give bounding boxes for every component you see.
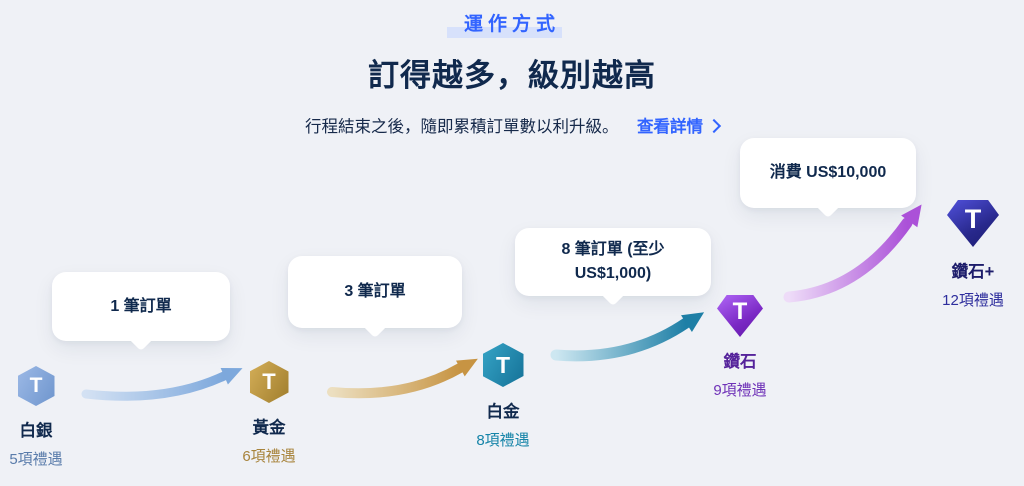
tier-node-diamond: T 鑽石 9項禮遇 [670, 295, 810, 400]
arrow-platinum-to-diamond [550, 312, 705, 362]
badge-letter: T [262, 369, 276, 394]
gold-tier-badge-icon: T [249, 361, 289, 403]
badge-letter: T [29, 374, 43, 397]
view-details-label: 查看詳情 [637, 118, 704, 136]
diamond-plus-tier-badge-icon: T [947, 200, 999, 247]
arrow-diamond-to-diamond-plus [783, 204, 922, 303]
page-title: 訂得越多，級別越高 [368, 58, 656, 93]
arrow-gold-to-platinum [327, 358, 478, 399]
tier-benefits-count: 9項禮遇 [713, 382, 767, 399]
eyebrow-label: 運作方式 [446, 9, 563, 38]
callout-text: 消費 US$10,000 [769, 164, 887, 181]
callout-text: 1 筆訂單 [110, 297, 172, 315]
callout-text: 3 筆訂單 [344, 283, 406, 300]
diamond-tier-badge-icon: T [717, 295, 763, 337]
badge-letter: T [732, 298, 748, 325]
tier-name: 鑽石 [723, 353, 757, 371]
tier-benefits-count: 5項禮遇 [9, 451, 63, 468]
eyebrow-badge: 運作方式 [446, 9, 563, 38]
subtitle-text: 行程結束之後，隨即累積訂單數以利升級。 [304, 118, 619, 136]
section-header: 運作方式 訂得越多，級別越高 行程結束之後，隨即累積訂單數以利升級。 查看詳情 [0, 0, 1024, 137]
callout-spend-10000: 消費 US$10,000 [740, 138, 916, 208]
badge-letter: T [495, 351, 511, 378]
view-details-link[interactable]: 查看詳情 [637, 118, 722, 136]
silver-tier-badge-icon: T [17, 366, 55, 406]
chevron-right-icon [706, 118, 722, 134]
callout-8-orders: 8 筆訂單 (至少 US$1,000) [515, 228, 711, 296]
tier-node-platinum: T 白金 8項禮遇 [433, 343, 573, 450]
tier-node-diamond-plus: T 鑽石+ 12項禮遇 [903, 200, 1024, 310]
tier-name: 鑽石+ [951, 263, 995, 281]
tier-node-silver: T 白銀 5項禮遇 [0, 366, 106, 469]
callout-1-order: 1 筆訂單 [52, 272, 230, 341]
subtitle: 行程結束之後，隨即累積訂單數以利升級。 查看詳情 [0, 113, 1024, 137]
tier-benefits-count: 6項禮遇 [242, 448, 296, 465]
tier-name: 黃金 [252, 419, 286, 437]
tier-name: 白金 [486, 403, 520, 421]
arrow-silver-to-gold [81, 367, 243, 401]
badge-letter: T [964, 204, 982, 234]
tier-node-gold: T 黃金 6項禮遇 [199, 361, 339, 466]
tier-benefits-count: 8項禮遇 [476, 432, 530, 449]
callout-text: 8 筆訂單 (至少 US$1,000) [561, 241, 665, 282]
tier-name: 白銀 [19, 422, 53, 440]
callout-3-orders: 3 筆訂單 [288, 256, 462, 328]
platinum-tier-badge-icon: T [482, 343, 524, 387]
tier-benefits-count: 12項禮遇 [942, 292, 1004, 309]
